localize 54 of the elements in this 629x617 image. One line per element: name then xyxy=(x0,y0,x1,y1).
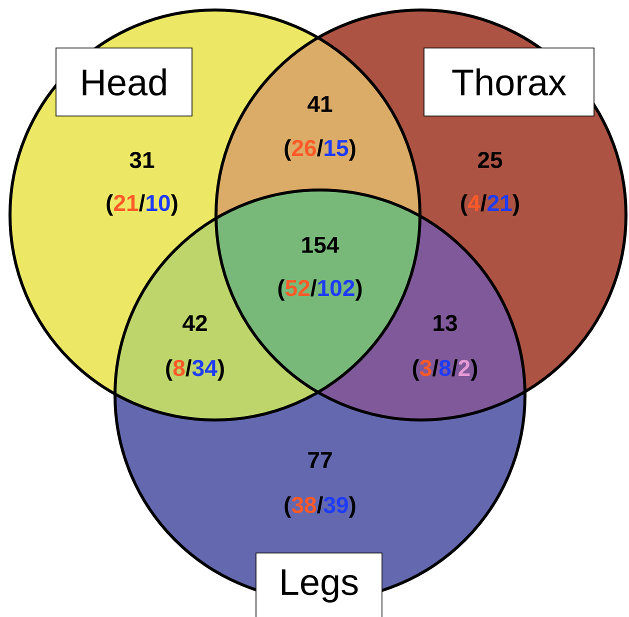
label: ) xyxy=(355,279,362,301)
label: 2 xyxy=(458,360,470,376)
label-box: Thorax xyxy=(424,48,594,116)
label: ) xyxy=(470,359,478,381)
label: 8 xyxy=(173,360,185,376)
label: / xyxy=(317,139,323,156)
label: / xyxy=(310,279,317,296)
breakdown-label: (8/34) xyxy=(166,359,224,381)
count-label: 77 xyxy=(308,452,332,468)
label: 10 xyxy=(146,194,170,212)
label: 21 xyxy=(488,194,512,211)
label: ( xyxy=(461,194,468,216)
breakdown-label: (26/15) xyxy=(284,139,356,161)
label: 39 xyxy=(324,496,348,514)
label: ) xyxy=(512,194,519,216)
label: / xyxy=(139,194,145,212)
label: ) xyxy=(348,139,356,161)
label: 34 xyxy=(192,360,218,376)
label: 21 xyxy=(114,194,138,211)
breakdown-label: (4/21) xyxy=(461,194,519,216)
label: / xyxy=(452,359,458,376)
label: 15 xyxy=(324,140,348,156)
count-label: 31 xyxy=(130,152,154,168)
label: ( xyxy=(284,139,292,161)
label: 52 xyxy=(286,280,310,296)
label: 4 xyxy=(468,195,480,211)
label-box: Head xyxy=(56,48,192,116)
label: ( xyxy=(412,359,420,381)
count-label: 154 xyxy=(302,236,340,254)
count-label: 41 xyxy=(308,96,332,112)
label: ( xyxy=(106,194,114,216)
label-box: Legs xyxy=(256,552,382,617)
count-label: 25 xyxy=(478,152,502,168)
label: 3 xyxy=(420,360,432,376)
label: 102 xyxy=(318,280,354,296)
label: 8 xyxy=(439,360,451,376)
label: / xyxy=(432,359,438,376)
count-label: 42 xyxy=(182,314,207,332)
label: ( xyxy=(278,279,285,301)
label: ) xyxy=(217,359,224,381)
breakdown-label: (21/10) xyxy=(106,194,178,216)
breakdown-label: (3/8/2) xyxy=(412,359,478,381)
breakdown-label: (52/102) xyxy=(278,279,362,301)
label: / xyxy=(480,194,487,212)
breakdown-label: (38/39) xyxy=(284,496,356,518)
label: 38 xyxy=(292,496,316,514)
label: ) xyxy=(348,496,356,518)
label: ( xyxy=(166,359,173,381)
label: 26 xyxy=(292,140,316,156)
count-label: 13 xyxy=(434,314,457,332)
label: / xyxy=(186,359,192,376)
label: / xyxy=(317,496,323,514)
label: ( xyxy=(284,496,292,518)
label: ) xyxy=(170,194,178,216)
